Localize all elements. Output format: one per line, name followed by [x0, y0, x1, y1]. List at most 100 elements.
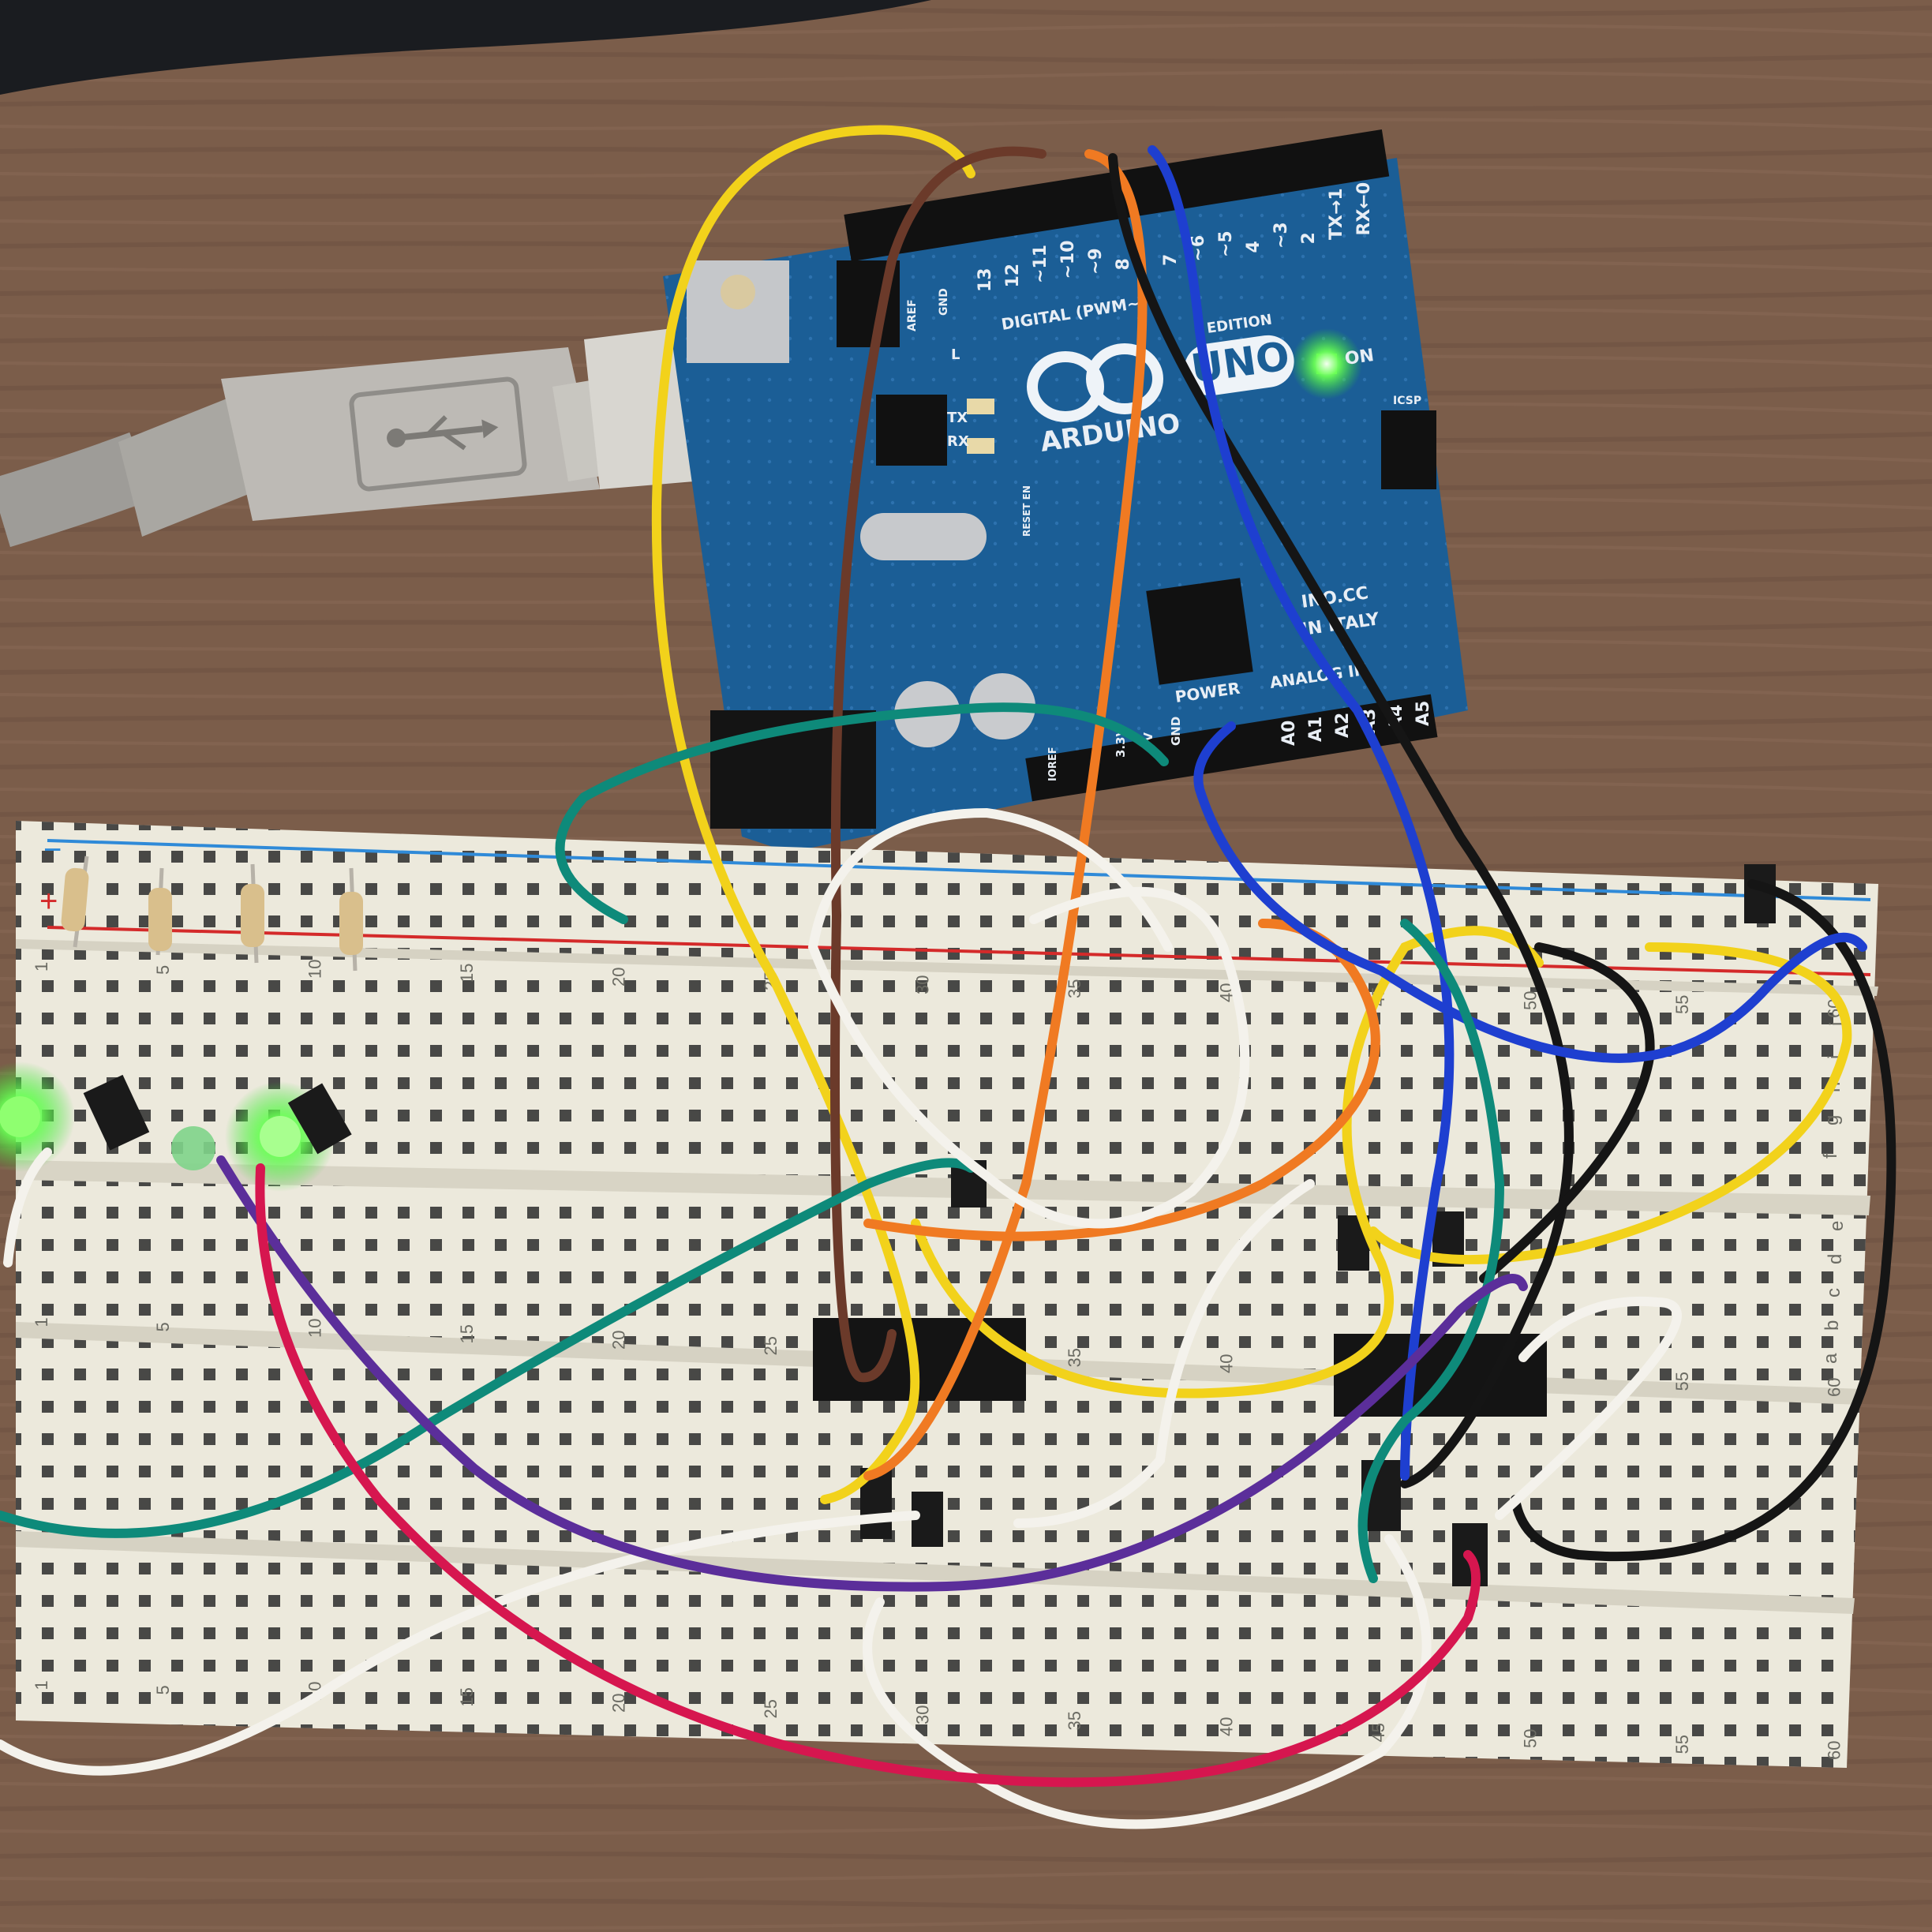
- wire-black-2: [1511, 879, 1896, 1562]
- column-number: 5: [153, 965, 173, 975]
- power-header: [1025, 694, 1438, 802]
- column-number: 15: [457, 964, 477, 983]
- rail-plus-label: +: [39, 884, 58, 919]
- wire-white: [807, 807, 1250, 1229]
- column-number: 55: [1672, 1372, 1692, 1391]
- wire-yellow-3: [1368, 942, 1852, 1264]
- column-number: 10: [305, 1319, 325, 1338]
- row-letter: c: [1823, 1288, 1844, 1297]
- digital-pin-label: 8: [1114, 258, 1133, 270]
- row-letter: e: [1826, 1221, 1848, 1231]
- ioref-label: IOREF: [1047, 747, 1059, 781]
- column-number: 50: [1521, 1729, 1541, 1748]
- column-number: 40: [1217, 1354, 1237, 1373]
- rail-minus-label: −: [43, 833, 62, 867]
- digital-pin-label: 7: [1161, 254, 1181, 266]
- wire-yellow: [651, 125, 975, 1504]
- wire-black: [1108, 153, 1574, 1488]
- row-letter: i: [1825, 1055, 1846, 1059]
- column-number: 30: [913, 975, 933, 994]
- digital-pin-label: 13: [975, 268, 995, 292]
- column-number: 35: [1065, 979, 1084, 998]
- tx-label: TX: [947, 410, 968, 426]
- column-number: 25: [761, 1336, 781, 1355]
- wire-blue-2: [1193, 721, 1867, 1063]
- icsp-label: ICSP: [1393, 395, 1421, 407]
- digital-pin-label: ~9: [1086, 248, 1106, 275]
- analog-pin-label: A5: [1413, 701, 1433, 726]
- reset-en-label: RESET EN: [1021, 485, 1032, 537]
- gnd-label: GND: [938, 288, 950, 316]
- column-number: 5: [153, 1322, 173, 1331]
- column-number: 55: [1672, 995, 1692, 1014]
- digital-pin-label: ~11: [1031, 245, 1050, 283]
- row-letter: f: [1820, 1153, 1841, 1159]
- usb-cable: [0, 316, 789, 548]
- column-number: 30: [913, 1705, 933, 1724]
- column-number: 35: [1065, 1711, 1084, 1730]
- analog-pin-label: A1: [1306, 717, 1326, 742]
- wire-teal: [555, 702, 1169, 924]
- on-label: ON: [1343, 346, 1375, 369]
- wire-orange: [863, 149, 1148, 1481]
- wire-white-5: [1495, 1296, 1682, 1520]
- digital-pin-label: TX→1: [1327, 188, 1346, 240]
- wire-blue: [1148, 145, 1455, 1481]
- icsp-header: [1381, 410, 1436, 489]
- column-number: 60: [1825, 1741, 1844, 1760]
- analog-pin-label: A0: [1279, 721, 1299, 746]
- led-unlit: [171, 1126, 215, 1170]
- usb-symbol-icon: [387, 415, 499, 451]
- reset-button[interactable]: [721, 275, 755, 309]
- column-number: 20: [609, 1331, 629, 1350]
- row-letter: j: [1826, 1022, 1848, 1027]
- rx-label: RX: [947, 433, 969, 450]
- column-number: 50: [1521, 991, 1541, 1010]
- l-label: L: [951, 346, 960, 363]
- jumper-wires: [0, 125, 1896, 1829]
- column-number: 1: [32, 1317, 51, 1327]
- row-letter: b: [1822, 1320, 1843, 1331]
- wire-black-3: [1479, 942, 1655, 1283]
- wire-purple: [216, 1155, 1528, 1592]
- wire-brown: [830, 146, 1046, 1383]
- wire-white-6: [3, 1148, 52, 1267]
- column-number: 20: [609, 1694, 629, 1713]
- row-letters-lower: e d c b a: [1820, 1221, 1848, 1364]
- column-number: 35: [1065, 1348, 1084, 1367]
- arduino-logo-icon: [1027, 343, 1163, 422]
- digital-pin-label: 4: [1244, 241, 1264, 253]
- digital-pin-label: ~5: [1216, 230, 1236, 257]
- wire-red: [255, 1163, 1481, 1788]
- analog-pin-label: A2: [1333, 713, 1353, 738]
- digital-pin-label: ~3: [1271, 222, 1291, 249]
- column-number: 45: [1368, 1723, 1388, 1742]
- arduino-uno-board: ARDUINO UNO EDITION ON DIGITAL (PWM~) IN…: [663, 129, 1468, 852]
- column-number: 15: [457, 1324, 477, 1343]
- wire-white-2: [1013, 1179, 1315, 1528]
- column-number: 15: [457, 1687, 477, 1706]
- led-group: [0, 1061, 335, 1192]
- aref-label: AREF: [906, 299, 919, 331]
- row-letter: d: [1825, 1254, 1846, 1264]
- column-number: 60: [1825, 1378, 1844, 1397]
- row-letter: g: [1822, 1115, 1843, 1125]
- digital-pin-label: RX←0: [1354, 182, 1374, 236]
- pin-gnd-label: GND: [1169, 717, 1183, 746]
- column-number: 1: [32, 962, 51, 972]
- column-number: 25: [761, 1699, 781, 1718]
- resistor-bodies: [61, 867, 363, 955]
- laptop-edge: [0, 0, 931, 95]
- column-number: 1: [32, 1680, 51, 1690]
- rail-line-minus: [47, 839, 1871, 901]
- digital-pin-label: 12: [1003, 264, 1023, 288]
- column-number: 10: [305, 960, 325, 979]
- column-number: 20: [609, 968, 629, 987]
- atmega16u2-chip: [876, 395, 947, 466]
- wire-teal-2: [0, 1158, 975, 1538]
- crystal: [860, 513, 987, 560]
- row-letter: a: [1820, 1353, 1841, 1364]
